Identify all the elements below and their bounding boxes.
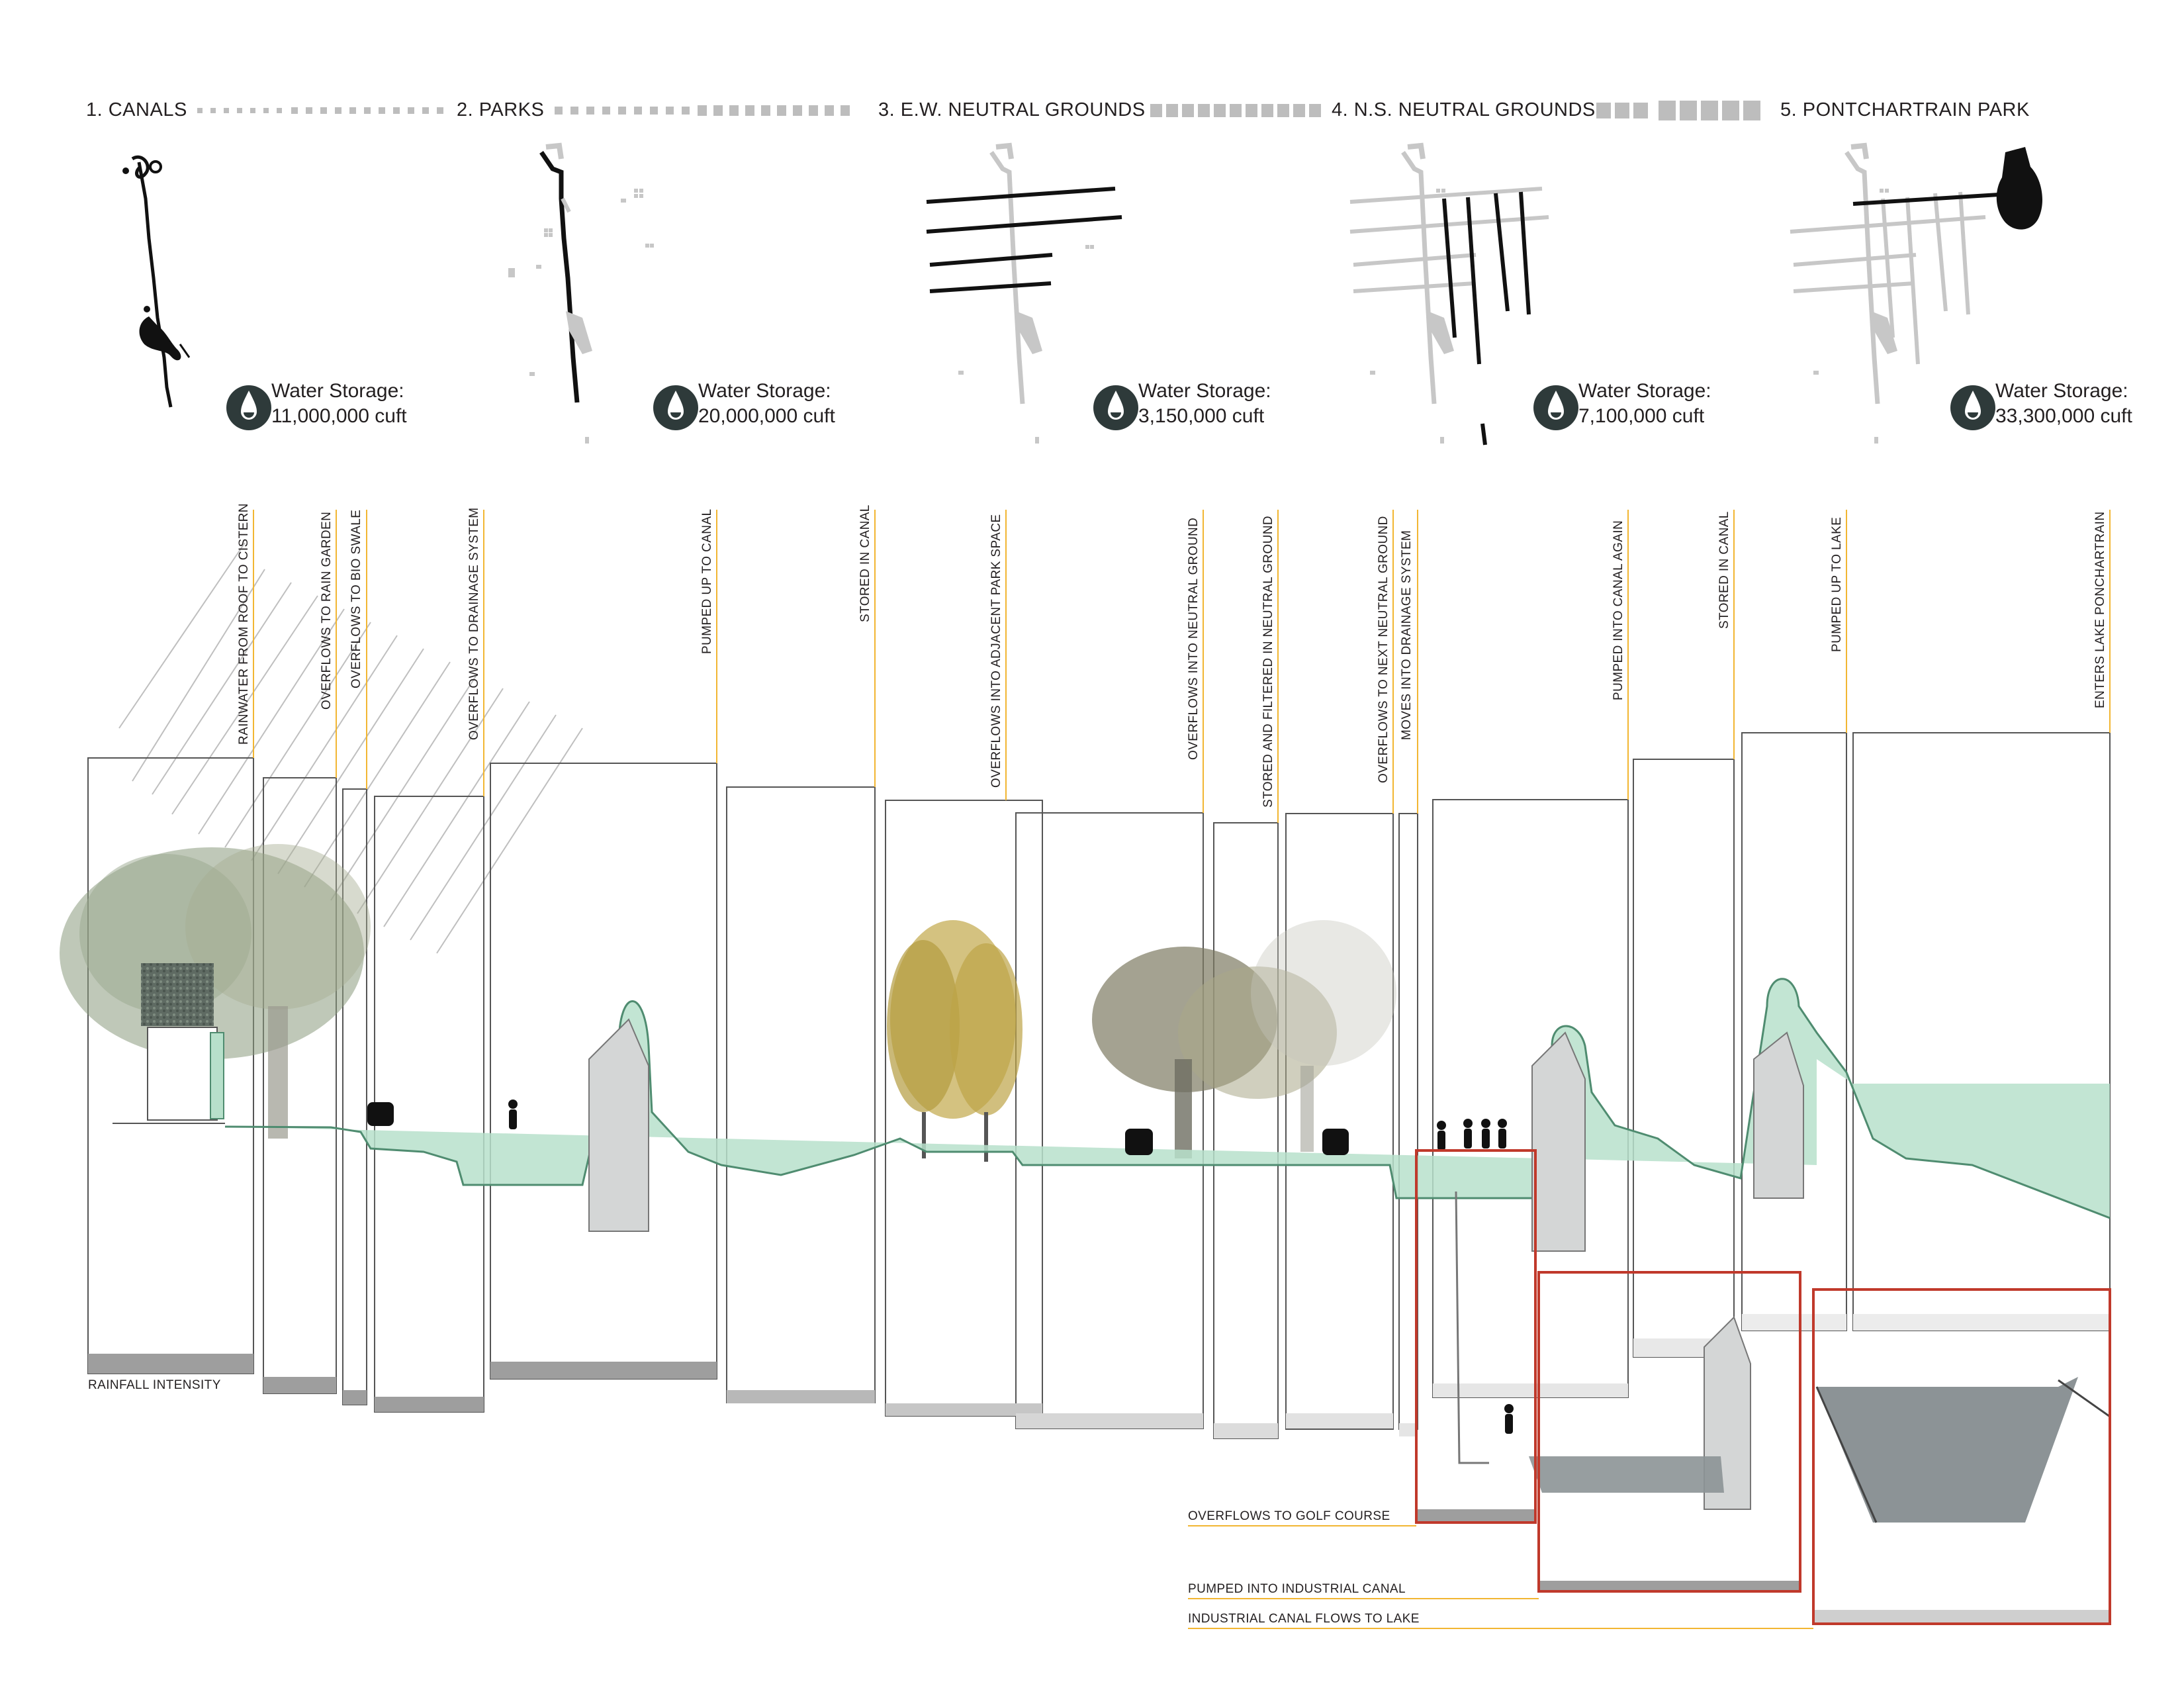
connector-4-5 (1596, 101, 1760, 120)
tree-icon (887, 920, 1023, 1162)
rainfall-intensity-bars (88, 1314, 2110, 1438)
phase-maps (122, 142, 2043, 445)
storage-callout-ns-neutral-grounds: Water Storage: 7,100,000 cuft (1532, 379, 1784, 432)
step-label-stored-in-canal: STORED IN CANAL (858, 504, 872, 622)
map-canals (122, 156, 191, 408)
tree-icon (1092, 920, 1396, 1158)
step-label-overflows-to-drainage-system: OVERFLOWS TO DRAINAGE SYSTEM (467, 507, 481, 740)
alternate-route-intensity-bars (1418, 1509, 2109, 1622)
storage-callout-ew-neutral-grounds: Water Storage: 3,150,000 cuft (1092, 379, 1343, 432)
alternate-route (1455, 1191, 2111, 1523)
step-label-overflows-into-adjacent-park: OVERFLOWS INTO ADJACENT PARK SPACE (989, 514, 1003, 788)
alt-step-industrial-canal-flows-to-lake: INDUSTRIAL CANAL FLOWS TO LAKE (1188, 1612, 1420, 1626)
step-label-pumped-up-to-lake: PUMPED UP TO LAKE (1830, 516, 1844, 652)
connector-1-2 (197, 107, 443, 114)
rain-streaks (118, 542, 583, 954)
step-label-overflows-to-next-neutral-ground: OVERFLOWS TO NEXT NEUTRAL GROUND (1377, 516, 1390, 783)
storage-value: 11,000,000 cuft (271, 405, 407, 427)
water-drop-icon (226, 385, 271, 430)
map-parks (508, 142, 654, 444)
step-label-stored-and-filtered: STORED AND FILTERED IN NEUTRAL GROUND (1261, 516, 1275, 808)
storage-label: Water Storage: (1995, 380, 2128, 402)
step-label-pumped-into-canal-again: PUMPED INTO CANAL AGAIN (1612, 520, 1625, 700)
car-icon (367, 1102, 1349, 1155)
water-drop-icon (653, 385, 698, 430)
storage-label: Water Storage: (1138, 380, 1271, 402)
alternate-route-highlight-boxes (1415, 1149, 2111, 1625)
pump-station-icon (588, 1018, 1804, 1510)
map-ns-neutral-grounds (1349, 142, 1549, 445)
step-label-pumped-up-to-canal: PUMPED UP TO CANAL (700, 508, 714, 654)
storage-label: Water Storage: (1578, 380, 1711, 402)
water-drop-icon (1093, 385, 1138, 430)
phase-title-pontchartrain-park: 5. PONTCHARTRAIN PARK (1780, 99, 2030, 120)
storage-value: 20,000,000 cuft (698, 405, 835, 427)
rainfall-intensity-label: RAINFALL INTENSITY (88, 1378, 221, 1392)
map-pontchartrain-park (1790, 142, 2043, 444)
step-label-stored-in-canal-2: STORED IN CANAL (1717, 511, 1731, 629)
person-silhouette-icon (508, 1100, 1514, 1434)
storage-value: 7,100,000 cuft (1578, 405, 1705, 427)
connector-3-4 (1150, 104, 1321, 117)
alt-step-pumped-into-industrial-canal: PUMPED INTO INDUSTRIAL CANAL (1188, 1582, 1406, 1596)
phase-progression-connectors (197, 101, 1760, 120)
phase-title-ew-neutral-grounds: 3. E.W. NEUTRAL GROUNDS (878, 99, 1146, 120)
step-label-overflows-into-neutral-ground: OVERFLOWS INTO NEUTRAL GROUND (1187, 517, 1201, 760)
storage-label: Water Storage: (271, 380, 404, 402)
water-drop-icon (1950, 385, 1995, 430)
water-flow-section (60, 510, 2111, 1629)
step-label-moves-into-drainage-system: MOVES INTO DRAINAGE SYSTEM (1400, 530, 1414, 740)
step-label-enters-lake-ponchartrain: ENTERS LAKE PONCHARTRAIN (2093, 511, 2107, 708)
storage-value: 33,300,000 cuft (1995, 405, 2132, 427)
storage-callout-canals: Water Storage: 11,000,000 cuft (225, 379, 477, 432)
step-label-overflows-to-rain-garden: OVERFLOWS TO RAIN GARDEN (320, 511, 334, 710)
step-label-rainwater-to-cistern: RAINWATER FROM ROOF TO CISTERN (237, 503, 251, 745)
storage-callout-pontchartrain-park: Water Storage: 33,300,000 cuft (1949, 379, 2184, 432)
tree-icon (60, 844, 371, 1139)
phase-title-canals: 1. CANALS (86, 99, 187, 120)
storage-callout-parks: Water Storage: 20,000,000 cuft (652, 379, 903, 432)
storage-value: 3,150,000 cuft (1138, 405, 1265, 427)
connector-2-3 (555, 105, 850, 116)
phase-title-parks: 2. PARKS (457, 99, 545, 120)
map-ew-neutral-grounds (926, 142, 1122, 444)
alt-step-overflows-to-golf-course: OVERFLOWS TO GOLF COURSE (1188, 1509, 1390, 1523)
step-leader-lines (253, 510, 2111, 1629)
water-drop-icon (1533, 385, 1578, 430)
cistern-icon (113, 963, 225, 1124)
storage-label: Water Storage: (698, 380, 831, 402)
phase-title-ns-neutral-grounds: 4. N.S. NEUTRAL GROUNDS (1332, 99, 1596, 120)
step-label-overflows-to-bio-swale: OVERFLOWS TO BIO SWALE (349, 509, 363, 688)
